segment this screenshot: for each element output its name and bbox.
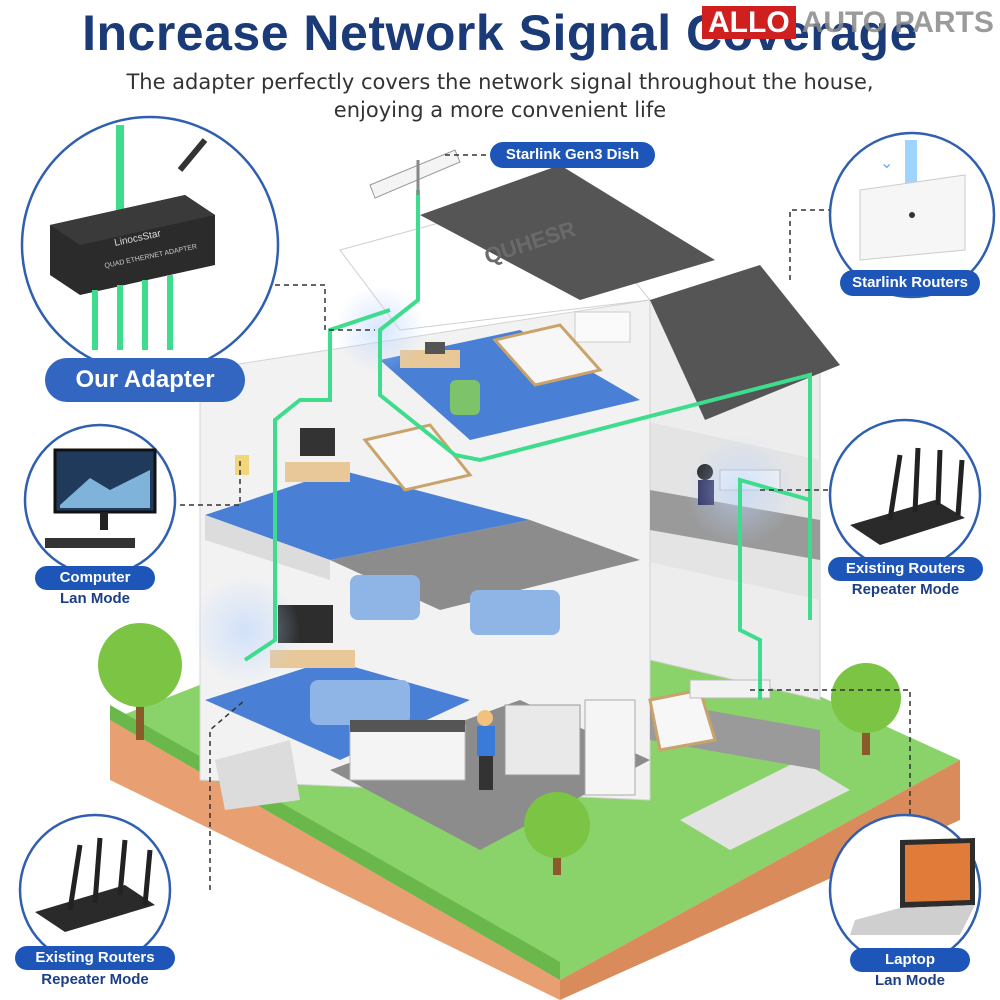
middle-bed bbox=[362, 423, 473, 492]
existing-routers-left-label: Existing Routers bbox=[15, 946, 175, 970]
middle-desk bbox=[285, 462, 350, 482]
upper-bed bbox=[492, 323, 603, 387]
callout-laptop bbox=[828, 813, 982, 967]
starlink-routers-label: Starlink Routers bbox=[840, 270, 980, 296]
callout-computer bbox=[23, 423, 177, 577]
middle-sofa-2 bbox=[470, 590, 560, 635]
brand-red-text: ALLO bbox=[702, 6, 796, 39]
middle-sofa-1 bbox=[350, 575, 420, 620]
upper-laptop bbox=[425, 342, 445, 354]
upper-chair bbox=[450, 380, 480, 415]
kitchen-person-legs bbox=[479, 756, 493, 790]
kitchen-stove bbox=[504, 704, 581, 776]
callout-router-left bbox=[18, 813, 172, 967]
subtitle-line-1: The adapter perfectly covers the network… bbox=[126, 70, 874, 94]
connector-lines bbox=[180, 154, 911, 890]
computer-label: Computer bbox=[35, 566, 155, 590]
starlink-dish bbox=[369, 149, 461, 199]
refrigerator bbox=[584, 699, 636, 796]
lower-right-bed bbox=[648, 688, 717, 752]
callout-router-right bbox=[828, 418, 982, 572]
middle-monitor bbox=[300, 428, 335, 456]
lower-right-desk bbox=[689, 679, 771, 699]
subtitle-line-2: enjoying a more convenient life bbox=[333, 98, 667, 122]
existing-routers-right-label: Existing Routers bbox=[828, 557, 983, 581]
kitchen-counter bbox=[349, 724, 466, 781]
air-conditioner bbox=[574, 311, 631, 343]
lower-sofa bbox=[310, 680, 410, 725]
kitchen-countertop bbox=[350, 720, 465, 732]
entrance-stairs bbox=[215, 740, 300, 810]
trees bbox=[98, 623, 901, 875]
starlink-dish-label: Starlink Gen3 Dish bbox=[490, 142, 655, 168]
existing-routers-right-mode: Repeater Mode bbox=[851, 581, 960, 598]
kitchen-person-head bbox=[477, 710, 493, 726]
computer-mode-label: Lan Mode bbox=[60, 590, 130, 607]
laptop-label: Laptop bbox=[850, 948, 970, 972]
our-adapter-label: Our Adapter bbox=[45, 358, 245, 402]
brand-gray-text: AUTO PARTS bbox=[801, 6, 994, 39]
laptop-mode-label: Lan Mode bbox=[875, 972, 945, 989]
chevron-down-icon: ⌄ bbox=[880, 153, 893, 172]
middle-lamp bbox=[235, 455, 249, 475]
existing-routers-left-mode: Repeater Mode bbox=[41, 971, 149, 988]
callout-starlink-router: ⌄ bbox=[828, 131, 996, 299]
callout-adapter: LinocsStar QUAD ETHERNET ADAPTER bbox=[20, 115, 280, 375]
kitchen-person-body bbox=[477, 726, 495, 756]
walkway bbox=[680, 760, 850, 850]
main-roof bbox=[420, 165, 715, 300]
